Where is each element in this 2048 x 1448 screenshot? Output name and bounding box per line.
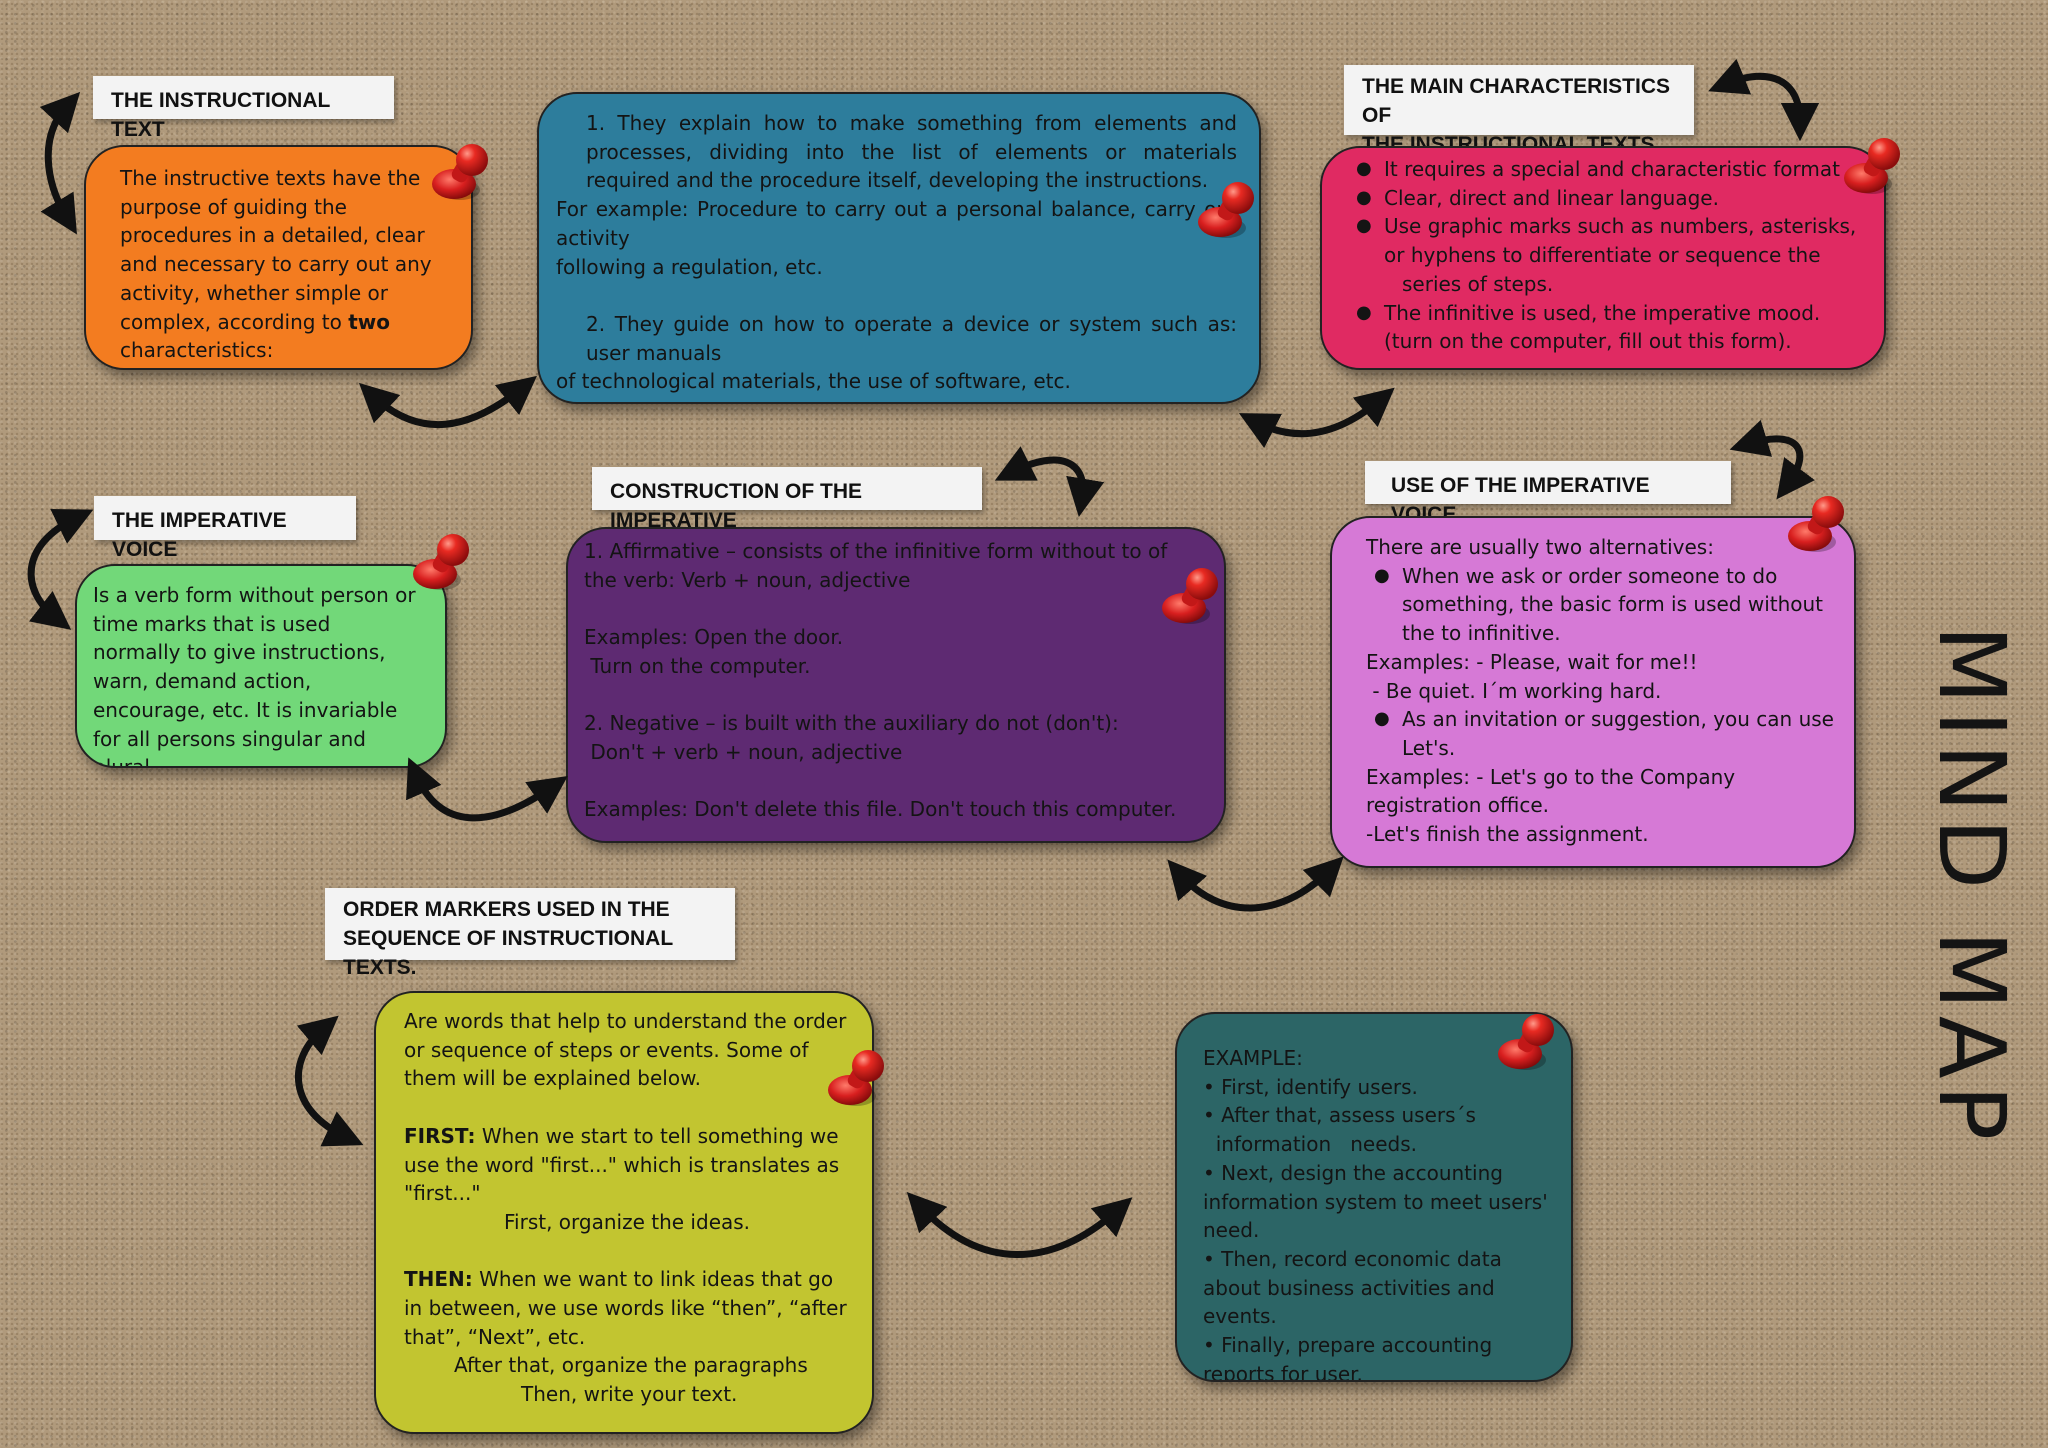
note-example: EXAMPLE: • First, identify users. • Afte… [1175,1012,1573,1382]
push-pin-icon [828,1050,884,1106]
label-construction-imperative: CONSTRUCTION OF THE IMPERATIVE [592,467,982,532]
note-imperative-voice: Is a verb form without person or time ma… [75,564,447,768]
note-text: For example: Procedure to carry out a pe… [556,197,1237,250]
double-arrow-icon [1167,856,1344,912]
note-text: - Be quiet. I´m working hard. [1366,678,1662,703]
double-arrow-icon [406,757,568,822]
label-text: THE IMPERATIVE VOICE [112,509,287,561]
label-text-line-1: ORDER MARKERS USED IN THE [343,898,670,921]
label-instructional-text: THE INSTRUCTIONAL TEXT [93,76,394,141]
label-text-line-1: THE MAIN CHARACTERISTICS OF [1362,75,1670,127]
list-item: • After that, assess users´s [1203,1103,1476,1128]
double-arrow-icon [295,1015,364,1147]
note-text: THEN: When we want to link ideas that go… [404,1265,852,1351]
note-text: There are usually two alternatives: [1366,535,1714,559]
list-item: When we ask or order someone to do somet… [1366,562,1844,648]
note-text: 1. They explain how to make something fr… [586,111,1237,193]
note-text: Examples: - Please, wait for me!! [1366,649,1698,674]
label-text: CONSTRUCTION OF THE IMPERATIVE [610,480,862,532]
double-arrow-icon [358,375,537,429]
list-item: • Then, record economic data about busin… [1203,1246,1502,1329]
note-text: Examples: Don't delete this file. Don't … [584,797,1177,822]
note-text: Examples: Open the door. [584,625,844,650]
note-characteristics-list: 1. They explain how to make something fr… [537,92,1261,404]
list-item: It requires a special and characteristic… [1348,155,1860,184]
double-arrow-icon [1729,419,1815,500]
double-arrow-icon [39,91,81,235]
list-item: • First, identify users. [1203,1074,1418,1099]
text-bold: two [348,309,391,334]
double-arrow-icon [1708,58,1820,142]
list-item: Clear, direct and linear language. [1348,184,1860,213]
push-pin-icon [1498,1014,1554,1070]
note-text: -Let's finish the assignment. [1366,822,1649,847]
list-item-text: series of steps. [1402,271,1554,296]
note-text: FIRST: When we start to tell something w… [404,1122,852,1208]
label-imperative-voice: THE IMPERATIVE VOICE [94,496,356,561]
push-pin-icon [413,534,469,590]
note-text: 2. Negative – is built with the auxiliar… [584,711,1119,736]
double-arrow-icon [906,1191,1133,1258]
push-pin-icon [1844,138,1900,194]
note-text: EXAMPLE: [1203,1046,1303,1070]
text-part: characteristics: [120,338,274,363]
label-main-characteristics: THE MAIN CHARACTERISTICS OF THE INSTRUCT… [1344,65,1694,185]
note-text: The instructive texts have the purpose o… [120,164,451,365]
double-arrow-icon [1238,387,1395,448]
list-item: The infinitive is used, the imperative m… [1348,299,1860,356]
text-bold: FIRST: [404,1123,476,1148]
text-bold: THEN: [404,1267,473,1292]
list-item: As an invitation or suggestion, you can … [1366,705,1844,762]
double-arrow-icon [27,509,94,630]
push-pin-icon [1788,496,1844,552]
push-pin-icon [432,144,488,200]
list-item: • Finally, prepare accounting reports fo… [1203,1333,1493,1382]
push-pin-icon [1162,568,1218,624]
double-arrow-icon [994,446,1105,517]
note-text: After that, organize the paragraphs [454,1353,808,1378]
note-construction-imperative: 1. Affirmative – consists of the infinit… [566,527,1226,843]
text-part: When we want to link ideas that go in be… [404,1267,847,1349]
list-item-text: Use graphic marks such as numbers, aster… [1384,214,1857,268]
list-item: • Next, design the accounting informatio… [1203,1160,1548,1243]
note-text: First, organize the ideas. [504,1209,751,1234]
note-text: 2. They guide on how to operate a device… [586,311,1237,365]
label-text: THE INSTRUCTIONAL TEXT [111,89,330,141]
note-text: following a regulation, etc. [556,254,823,279]
label-text-line-2: SEQUENCE OF INSTRUCTIONAL TEXTS. [343,927,673,979]
note-text: of technological materials, the use of s… [556,369,1071,394]
note-text: Is a verb form without person or time ma… [93,583,416,768]
note-text: Don't + verb + noun, adjective [584,739,903,764]
note-text: 1. Affirmative – consists of the infinit… [584,539,1168,592]
list-item: information needs. [1203,1132,1417,1157]
mind-map-title: MIND MAP [1918,625,2025,1147]
note-order-markers: Are words that help to understand the or… [374,991,874,1434]
note-text: Turn on the computer. [584,653,811,678]
push-pin-icon [1198,182,1254,238]
list-item: Use graphic marks such as numbers, aster… [1348,212,1860,298]
note-use-imperative: There are usually two alternatives: When… [1330,516,1856,868]
note-text: Then, write your text. [521,1382,738,1407]
text-part: When we start to tell something we use t… [404,1123,840,1206]
label-order-markers: ORDER MARKERS USED IN THE SEQUENCE OF IN… [325,888,735,979]
text-part: The instructive texts have the purpose o… [120,166,432,334]
note-main-characteristics: It requires a special and characteristic… [1320,146,1886,370]
note-text: Are words that help to understand the or… [404,1009,847,1091]
note-instructional-text: The instructive texts have the purpose o… [84,145,473,370]
note-text: Examples: - Let's go to the Company regi… [1366,764,1736,818]
